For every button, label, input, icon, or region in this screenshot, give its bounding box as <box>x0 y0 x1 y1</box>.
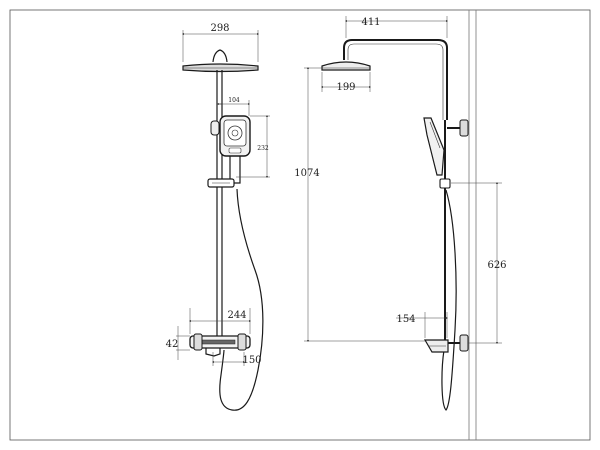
dim-label-154: 154 <box>396 314 415 325</box>
slide-bracket-side <box>439 178 451 189</box>
dim-rain-head-width: 298 <box>182 23 259 62</box>
hose-side <box>441 189 457 411</box>
rain-head-side <box>321 61 371 71</box>
dim-label-1074: 1074 <box>294 168 319 179</box>
overhead-arm <box>343 39 448 120</box>
side-view: 411 199 1074 626 154 <box>294 16 507 411</box>
rain-shower-head <box>182 49 259 73</box>
handheld-side <box>423 117 445 176</box>
thermostatic-mixer <box>189 333 251 357</box>
dim-head-depth: 199 <box>321 72 371 93</box>
shower-rail <box>216 70 223 340</box>
dim-handheld-offset: 104 <box>217 97 250 116</box>
dim-label-232: 232 <box>257 145 269 152</box>
shower-hose <box>219 188 264 411</box>
dim-spout-length: 150 <box>212 352 262 366</box>
dim-total-height: 1074 <box>294 67 425 342</box>
dim-label-199: 199 <box>336 82 355 93</box>
dim-mixer-height: 42 <box>166 326 190 360</box>
dim-mixer-width: 244 <box>189 308 251 334</box>
wall-bracket-lower <box>447 334 469 352</box>
dim-shelf-depth: 154 <box>396 312 448 338</box>
dim-label-298: 298 <box>210 23 229 34</box>
dim-arm-reach: 411 <box>345 16 448 38</box>
wall <box>468 10 477 440</box>
mixer-side <box>423 339 449 353</box>
dim-label-626: 626 <box>487 260 506 271</box>
slide-bracket <box>207 178 235 188</box>
dim-label-42: 42 <box>166 339 179 350</box>
dim-label-244: 244 <box>227 310 246 321</box>
dim-handheld-height: 232 <box>236 115 270 178</box>
handheld-shower <box>210 115 251 184</box>
dim-label-104: 104 <box>228 97 240 104</box>
wall-bracket-upper <box>447 119 469 137</box>
dim-label-150: 150 <box>242 355 261 366</box>
front-view: 298 104 232 244 42 <box>166 23 270 411</box>
drawing-border <box>9 9 591 441</box>
dim-label-411: 411 <box>361 17 380 28</box>
dim-slide-to-mixer: 626 <box>451 182 507 344</box>
